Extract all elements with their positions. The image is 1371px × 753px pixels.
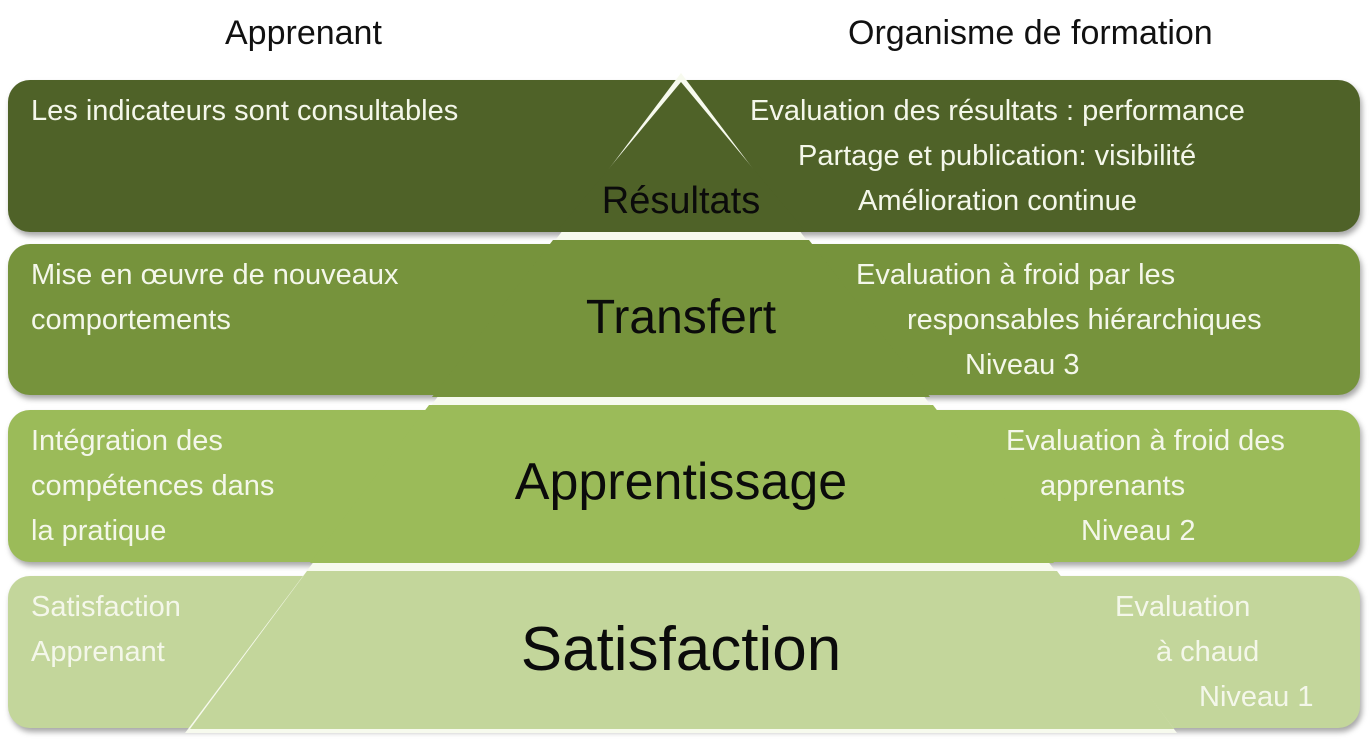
pyramid-label-satisfaction: Satisfaction — [520, 615, 842, 684]
apprenant-text-resultats: Les indicateurs sont consultables — [31, 95, 459, 127]
pyramid-band-satisfaction — [190, 571, 1174, 729]
pyramid-label-transfert: Transfert — [585, 291, 777, 344]
organisme-text-satisfaction: Evaluation à chaud Niveau 1 — [1115, 591, 1314, 713]
organisme-text-apprentissage: Evaluation à froid des apprenants Niveau… — [1006, 425, 1285, 547]
pyramid-band-apprentissage — [310, 405, 1054, 563]
pyramid-band-transfert — [432, 240, 930, 397]
column-header-organisme: Organisme de formation — [848, 14, 1213, 52]
apprenant-text-apprentissage: Intégration des compétences dans la prat… — [31, 425, 275, 547]
pyramid-label-apprentissage: Apprentissage — [514, 453, 848, 511]
column-header-apprenant: Apprenant — [225, 14, 382, 52]
apprenant-text-transfert: Mise en œuvre de nouveaux comportements — [31, 259, 399, 336]
organisme-text-transfert: Evaluation à froid par les responsables … — [856, 259, 1262, 381]
organisme-text-resultats: Evaluation des résultats : performance P… — [750, 95, 1245, 217]
apprenant-text-satisfaction: Satisfaction Apprenant — [31, 591, 181, 668]
pyramid-label-resultats: Résultats — [601, 180, 761, 222]
pyramid-band-resultats — [556, 82, 806, 232]
